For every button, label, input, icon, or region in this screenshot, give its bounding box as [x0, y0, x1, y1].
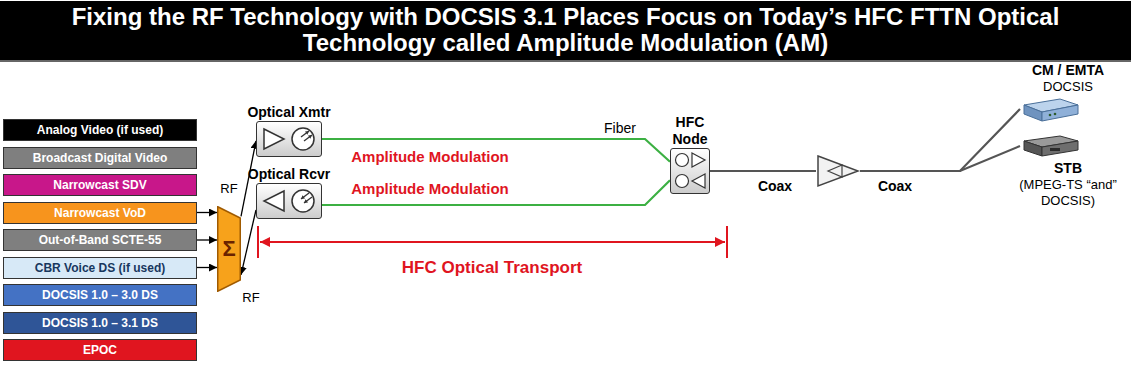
service-name: DOCSIS 1.0 – 3.1 DS: [42, 316, 158, 330]
plain-connector: [197, 267, 217, 268]
combiner-symbol: Σ: [222, 238, 235, 260]
diagram-title: Fixing the RF Technology with DOCSIS 3.1…: [0, 1, 1131, 62]
service-box: DOCSIS 1.0 – 3.0 DS: [3, 284, 197, 306]
unit-heading: Optical Xmtr: [247, 104, 330, 121]
service-box: DOCSIS 1.0 – 3.1 DS: [3, 312, 197, 334]
service-box: CBR Voice DS (if used): [3, 257, 197, 279]
fiber-label: Fiber: [604, 120, 636, 136]
transmitter-symbol: [257, 122, 320, 155]
service-box: Narrowcast VoD: [3, 202, 197, 224]
plain-connector: [197, 239, 217, 240]
cable-modem-icon: [1020, 95, 1080, 123]
modulation-label: Amplitude Modulation: [349, 148, 510, 165]
device-detail: (MPEG-TS “and” DOCSIS): [1010, 177, 1126, 209]
customer-device: STB(MPEG-TS “and” DOCSIS): [1010, 132, 1126, 209]
service-box: EPOC: [3, 339, 197, 361]
plain-connector: [197, 212, 217, 213]
service-name: Narrowcast VoD: [54, 206, 146, 220]
transport-label: HFC Optical Transport: [402, 258, 582, 278]
coax-connector: [710, 109, 1020, 171]
signal-label: RF: [218, 181, 239, 196]
service-box: Broadcast Digital Video: [3, 147, 197, 169]
optical-unit: Optical Xmtr: [247, 104, 330, 157]
service-name: CBR Voice DS (if used): [35, 261, 165, 275]
node-housing: [670, 148, 710, 194]
service-name: Out-of-Band SCTE-55: [39, 233, 162, 247]
receiver-symbol: [257, 184, 320, 217]
device-detail: DOCSIS: [1010, 79, 1126, 95]
signal-label: RF: [240, 290, 261, 305]
coax-connector: [710, 146, 1020, 171]
device-name: CM / EMTA: [1010, 62, 1126, 79]
set-top-box-icon: [1020, 132, 1080, 160]
amplifier-symbol: [816, 156, 860, 186]
hfc-node: HFC Node: [666, 114, 714, 194]
plain-connector: [241, 210, 256, 275]
node-heading: HFC Node: [666, 114, 714, 148]
service-box: Narrowcast SDV: [3, 174, 197, 196]
service-box: Out-of-Band SCTE-55: [3, 229, 197, 251]
unit-housing: [256, 121, 322, 157]
coax-label: Coax: [878, 178, 912, 194]
service-name: Narrowcast SDV: [53, 178, 146, 192]
device-name: STB: [1010, 160, 1126, 177]
optical-unit: Optical Rcvr: [248, 166, 330, 219]
unit-housing: [256, 183, 322, 219]
transport-bracket: [258, 226, 727, 258]
modulation-label: Amplitude Modulation: [349, 180, 510, 197]
service-name: Broadcast Digital Video: [33, 151, 167, 165]
service-box: Analog Video (if used): [3, 119, 197, 141]
fiber-connector: [322, 180, 670, 205]
service-name: Analog Video (if used): [37, 123, 163, 137]
customer-device: CM / EMTADOCSIS: [1010, 62, 1126, 123]
service-name: DOCSIS 1.0 – 3.0 DS: [42, 288, 158, 302]
unit-heading: Optical Rcvr: [248, 166, 330, 183]
combiner-shape: Σ: [217, 206, 241, 292]
coax-label: Coax: [758, 178, 792, 194]
connectors: [197, 109, 1020, 275]
node-optics-symbol: [671, 149, 708, 192]
service-name: EPOC: [83, 343, 117, 357]
